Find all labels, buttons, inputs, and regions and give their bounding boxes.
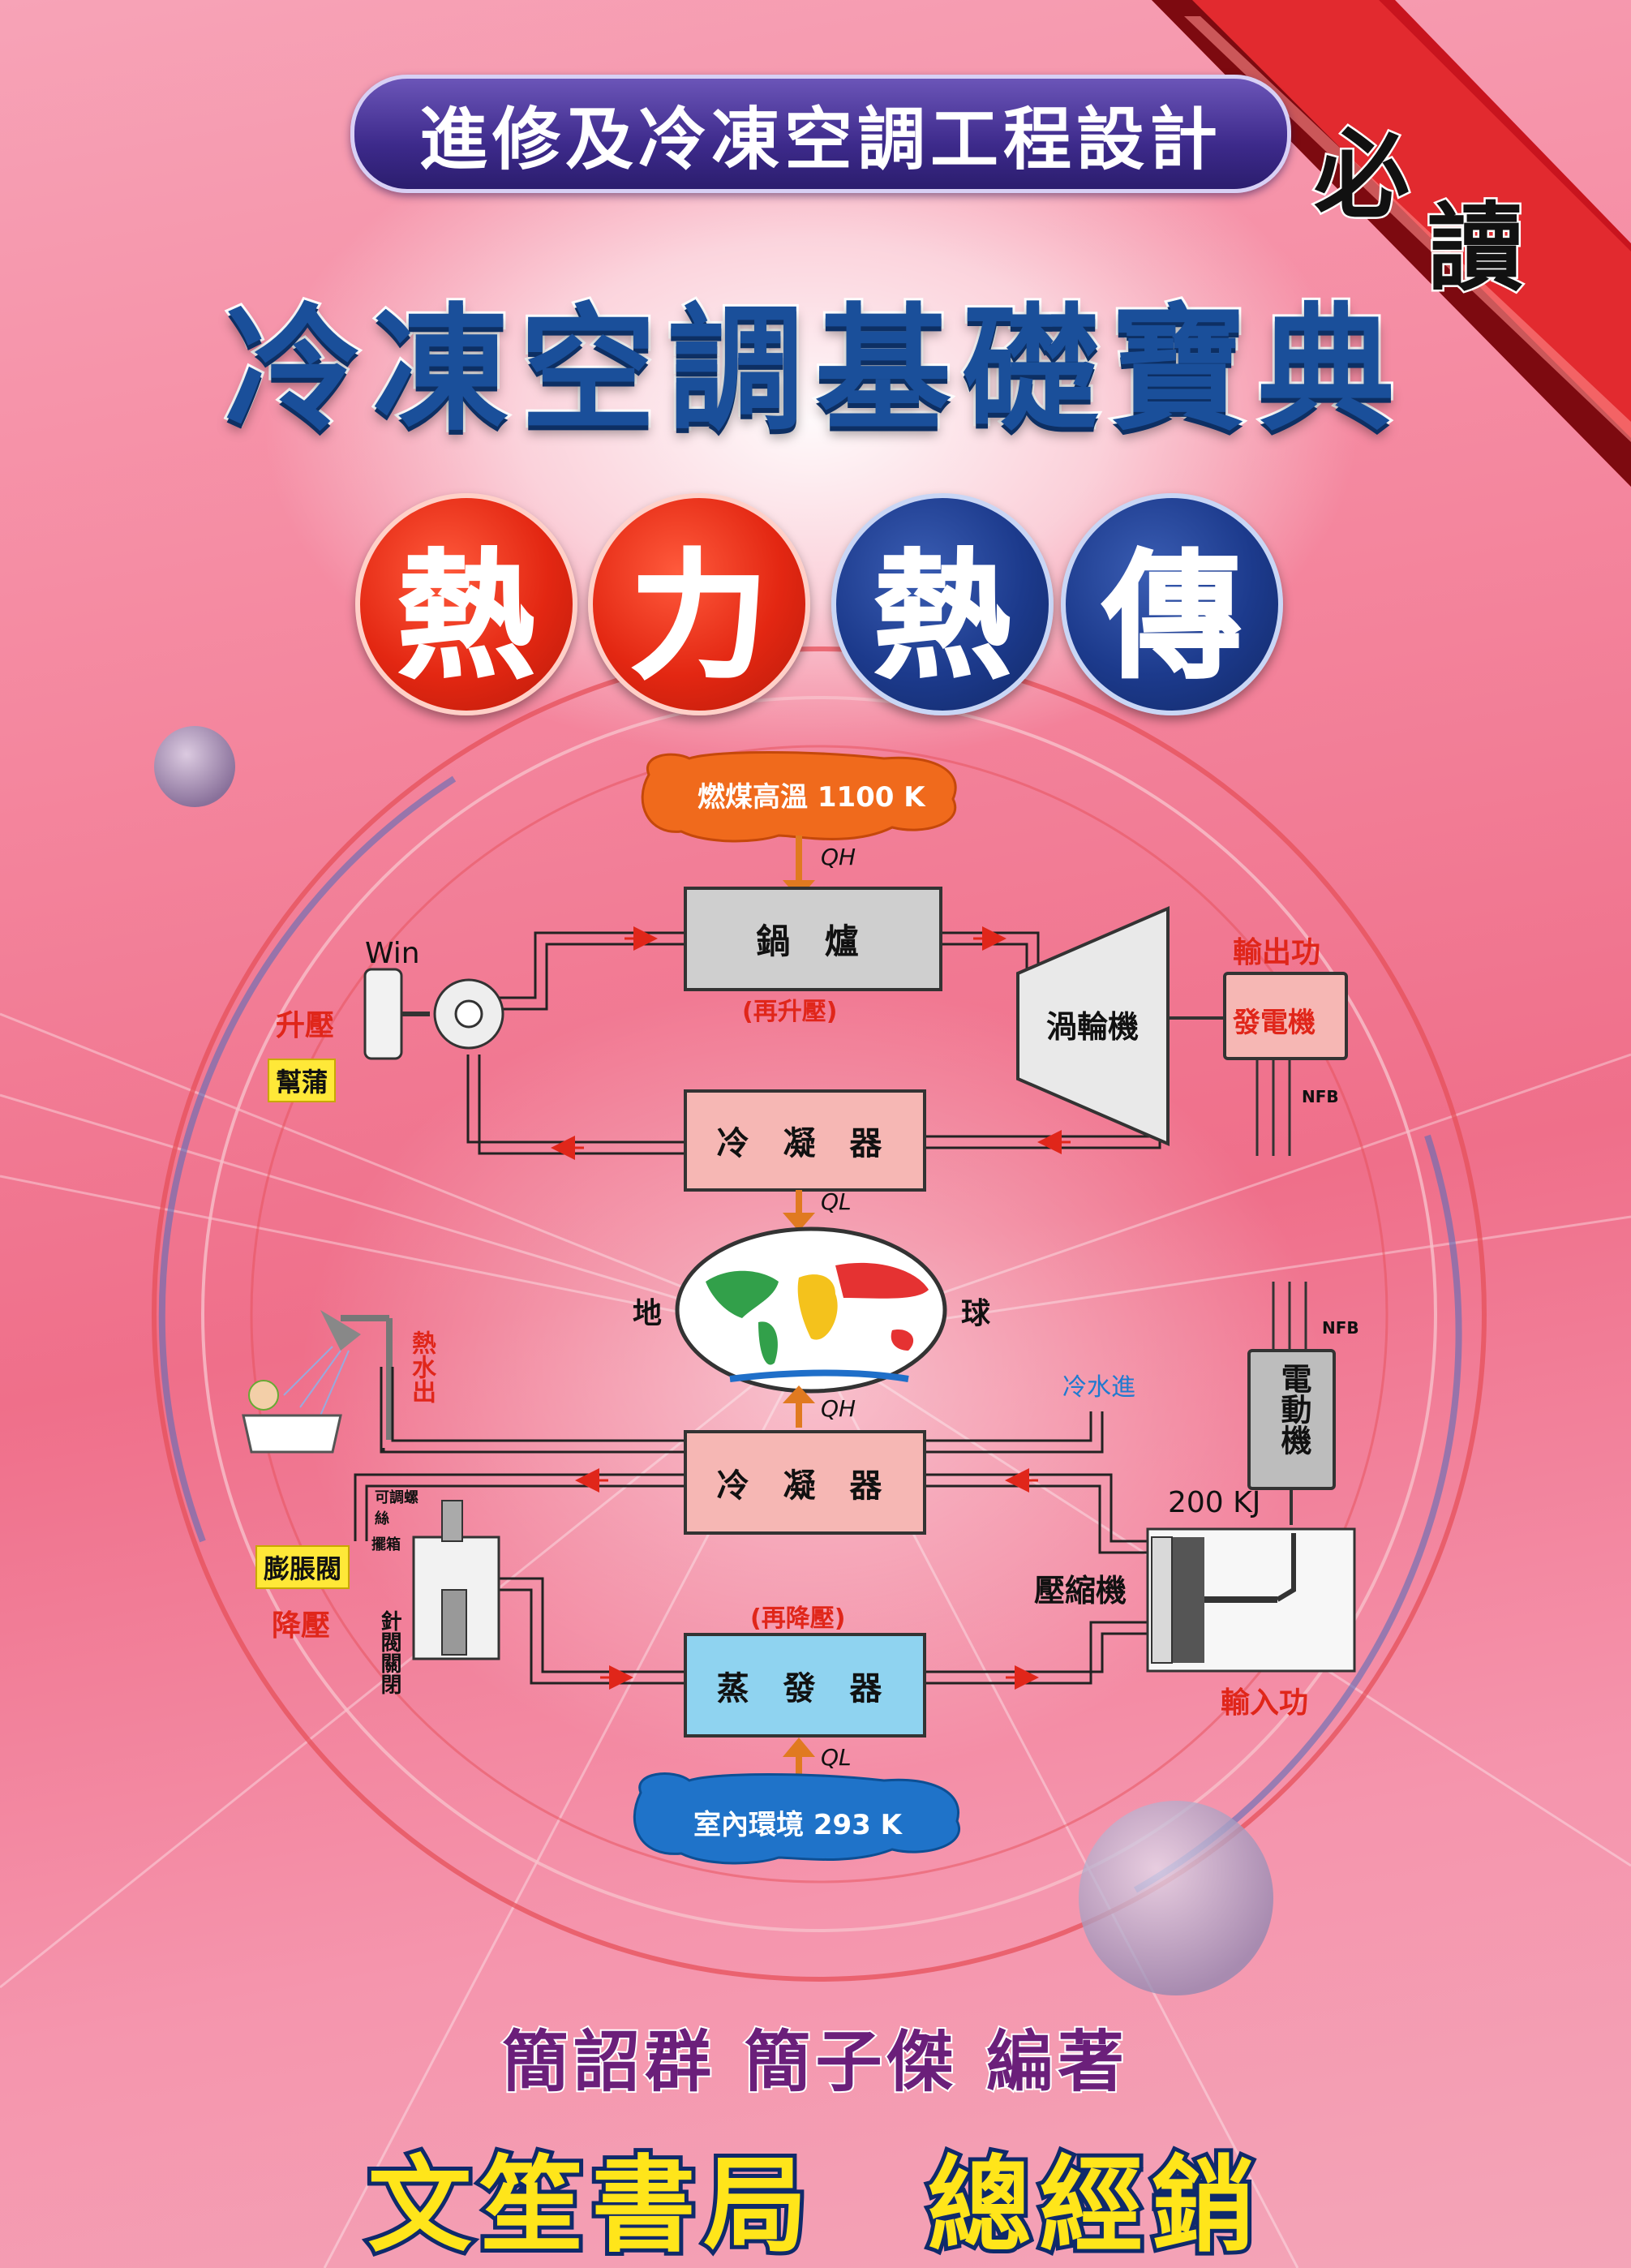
- input-work-label: 輸入功: [1221, 1686, 1309, 1720]
- expansion-valve-shape: [412, 1500, 500, 1660]
- ribbon-char-1: 必: [1311, 118, 1411, 234]
- earth-left-label: 地: [633, 1297, 663, 1330]
- decor-sphere-bottom: [1079, 1801, 1273, 1995]
- generator-box: [1223, 972, 1348, 1060]
- circle-heat-1: 熱: [355, 493, 577, 715]
- win-label: Win: [365, 937, 420, 970]
- authors: 簡詔群 簡子傑 編著: [500, 2022, 1130, 2103]
- ql-mid-label: QL: [821, 1188, 852, 1215]
- evaporator-label: 蒸 發 器: [716, 1669, 894, 1707]
- depressurize-label: 降壓: [272, 1609, 331, 1643]
- shower-scene: [242, 1310, 393, 1454]
- nfb-top-label: NFB: [1302, 1087, 1339, 1106]
- publisher: 文笙書局 總經銷: [363, 2141, 1264, 2268]
- condenser-bottom-box: [684, 1430, 926, 1535]
- expansion-valve-tag: 膨脹閥: [255, 1545, 350, 1589]
- main-title: 冷凍空調基礎寶典: [222, 288, 1406, 452]
- kj-label: 200 KJ: [1168, 1486, 1261, 1519]
- qh-top-label: QH: [821, 844, 856, 870]
- ribbon-char-2: 讀: [1425, 191, 1525, 307]
- turbine-shape: [1016, 905, 1170, 1147]
- compressor-shape: [1146, 1527, 1356, 1673]
- evaporator-box: [684, 1633, 926, 1738]
- motor-label: 電動機: [1276, 1363, 1311, 1455]
- indoor-cloud: [633, 1772, 960, 1865]
- earth-right-label: 球: [961, 1297, 991, 1330]
- boiler-box: [684, 887, 942, 991]
- heat-source-cloud: [641, 751, 957, 843]
- circle-force: 力: [588, 493, 810, 715]
- cold-water-in-label: 冷水進: [1062, 1373, 1135, 1402]
- generator-label: 發電機: [1233, 1007, 1316, 1039]
- decorative-rings: [152, 646, 1487, 1982]
- boiler-label: 鍋 爐: [756, 921, 870, 961]
- valve-small-label-3: 針閥關閉: [377, 1610, 401, 1695]
- valve-small-label-1: 可調螺絲: [375, 1489, 418, 1527]
- compressor-label: 壓縮機: [1034, 1573, 1127, 1609]
- pump-shape: [363, 968, 504, 1060]
- output-work-label: 輸出功: [1233, 936, 1321, 969]
- nfb-bottom-label: NFB: [1322, 1318, 1359, 1338]
- decor-sphere-left: [154, 726, 235, 807]
- qh-mid-label: QH: [821, 1395, 856, 1422]
- pressurize-label: 升壓: [276, 1009, 335, 1042]
- heat-source-label: 燃煤高溫 1100 K: [697, 781, 925, 814]
- condenser-top-box: [684, 1089, 926, 1192]
- circle-heat-2: 熱: [831, 493, 1054, 715]
- condenser-bottom-label: 冷 凝 器: [716, 1467, 894, 1505]
- series-title: 進修及冷凍空調工程設計: [418, 99, 1222, 179]
- earth-globe: [675, 1226, 947, 1394]
- condenser-top-label: 冷 凝 器: [716, 1125, 894, 1162]
- valve-small-label-2: 擺箱: [371, 1536, 401, 1553]
- re-depressurize-label: (再降壓): [750, 1604, 846, 1633]
- turbine-label: 渦輪機: [1046, 1009, 1140, 1045]
- hot-water-out-label: 熱水出: [407, 1330, 436, 1403]
- circle-transfer: 傳: [1061, 493, 1283, 715]
- indoor-label: 室內環境 293 K: [693, 1809, 902, 1841]
- ql-bottom-label: QL: [821, 1744, 852, 1771]
- series-banner: 進修及冷凍空調工程設計: [350, 75, 1291, 193]
- reheat-label: (再升壓): [742, 998, 838, 1026]
- pump-tag: 幫蒲: [268, 1059, 337, 1102]
